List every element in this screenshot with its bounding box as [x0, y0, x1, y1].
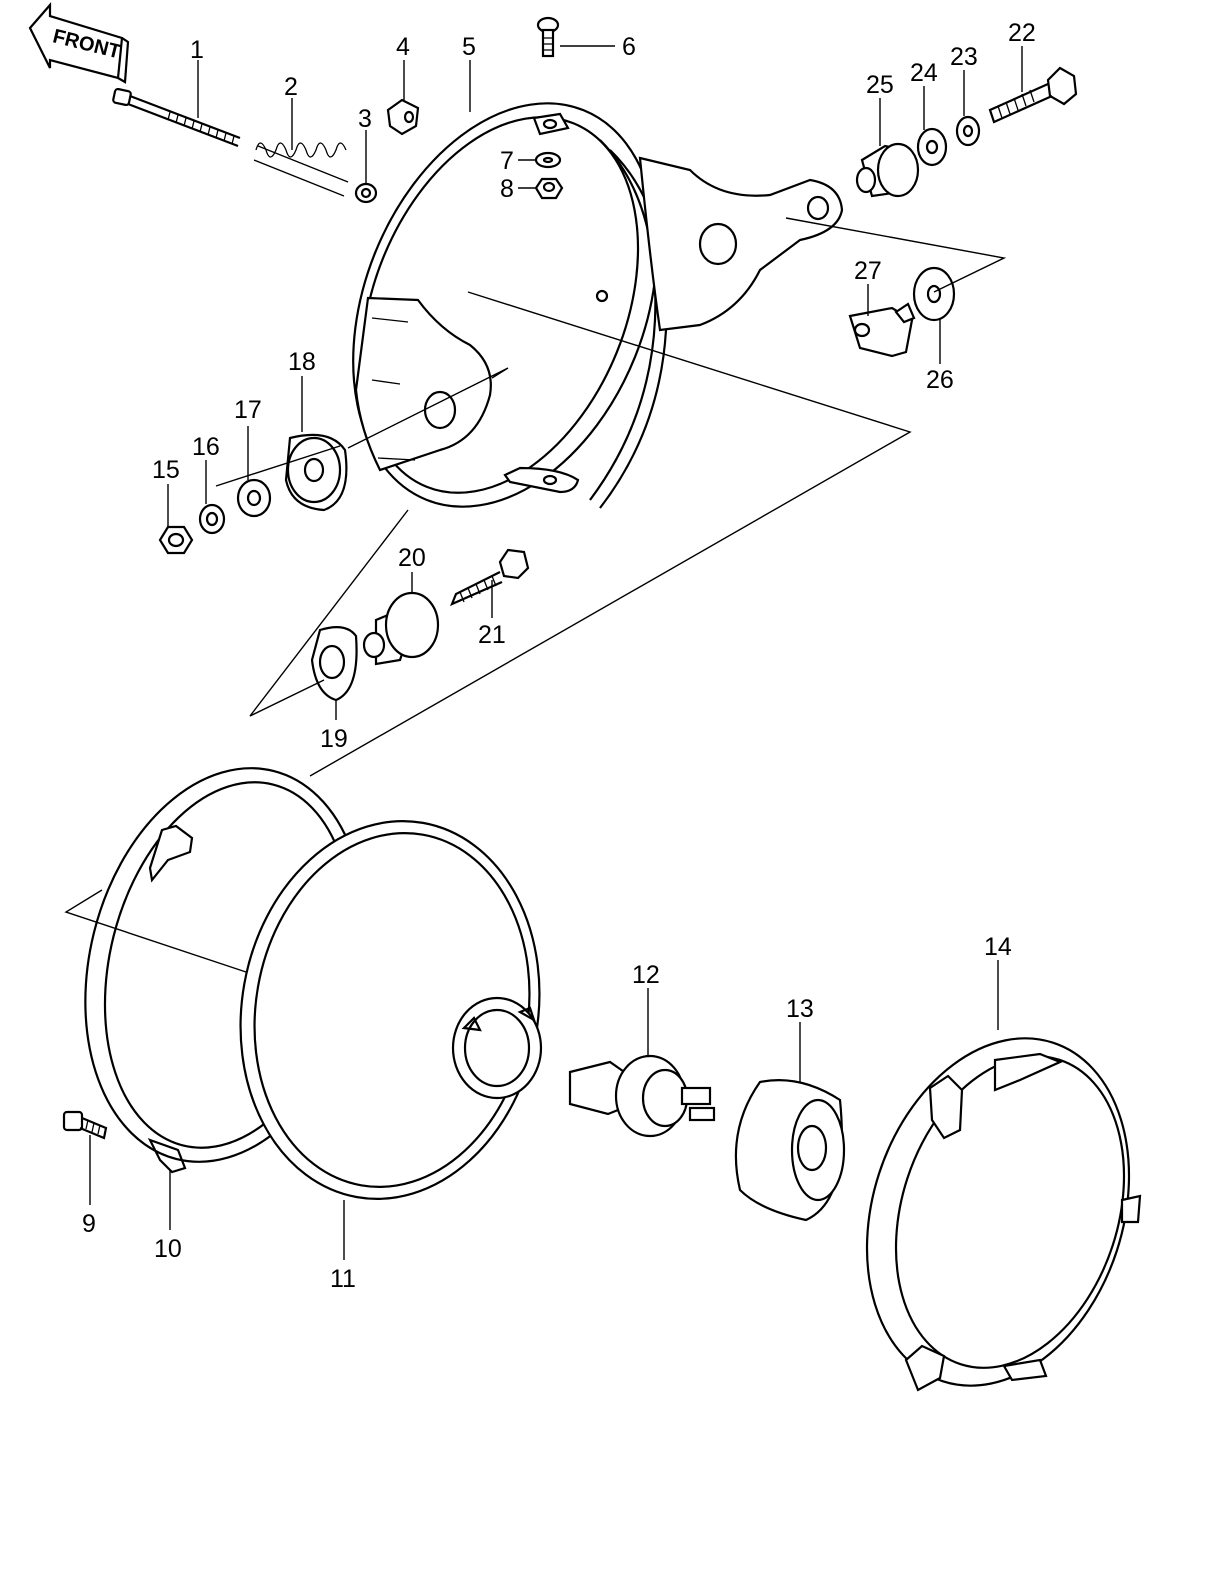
part-16-washer [198, 460, 226, 535]
label-6: 6 [622, 33, 636, 61]
part-18-grommet [284, 376, 348, 512]
part-1-bolt [112, 60, 241, 148]
part-25-collar [855, 98, 920, 198]
label-17: 17 [234, 396, 262, 424]
part-21-bolt [449, 548, 530, 618]
label-23: 23 [950, 43, 978, 71]
part-8-nut [518, 177, 564, 200]
assembly-lines [64, 217, 1007, 973]
label-20: 20 [398, 544, 426, 572]
label-13: 13 [786, 995, 814, 1023]
part-6-screw [536, 16, 615, 58]
label-27: 27 [854, 257, 882, 285]
label-10: 10 [154, 1235, 182, 1263]
label-22: 22 [1008, 19, 1036, 47]
part-4-square-nut [386, 60, 420, 136]
part-26-washer [912, 266, 956, 364]
label-24: 24 [910, 59, 938, 87]
label-3: 3 [358, 105, 372, 133]
label-11: 11 [330, 1265, 356, 1293]
part-5-housing [352, 60, 844, 509]
part-10-clip [147, 1138, 187, 1230]
label-7: 7 [500, 147, 514, 175]
part-3-washer [354, 130, 378, 204]
part-12-bulb [568, 988, 716, 1138]
label-18: 18 [288, 348, 316, 376]
label-5: 5 [462, 33, 476, 61]
part-17-washer [236, 426, 272, 518]
label-25: 25 [866, 71, 894, 99]
part-11-rim-lens [84, 767, 543, 1260]
label-1: 1 [190, 36, 204, 64]
label-4: 4 [396, 33, 410, 61]
part-24-washer [916, 86, 948, 167]
label-16: 16 [192, 433, 220, 461]
label-21: 21 [478, 621, 506, 649]
label-26: 26 [926, 366, 954, 394]
part-14-mounting-ring [865, 960, 1142, 1392]
part-13-boot [734, 1022, 846, 1222]
part-20-collar [362, 572, 440, 666]
part-15-nut [158, 484, 194, 555]
label-19: 19 [320, 725, 348, 753]
label-14: 14 [984, 933, 1012, 961]
label-2: 2 [284, 73, 298, 101]
label-8: 8 [500, 175, 514, 203]
part-2-spring [253, 98, 349, 197]
part-7-washer [518, 151, 562, 169]
label-15: 15 [152, 456, 180, 484]
part-number-labels: 1 2 3 4 5 6 7 8 9 10 11 12 13 14 15 16 1… [82, 19, 1036, 1293]
part-9-bolt [62, 1110, 108, 1205]
part-27-clip [848, 284, 916, 358]
part-22-bolt [988, 46, 1078, 124]
part-19-grommet [310, 625, 358, 720]
front-arrow: FRONT [28, 2, 130, 84]
label-9: 9 [82, 1210, 96, 1238]
part-23-washer [955, 70, 981, 147]
label-12: 12 [632, 961, 660, 989]
